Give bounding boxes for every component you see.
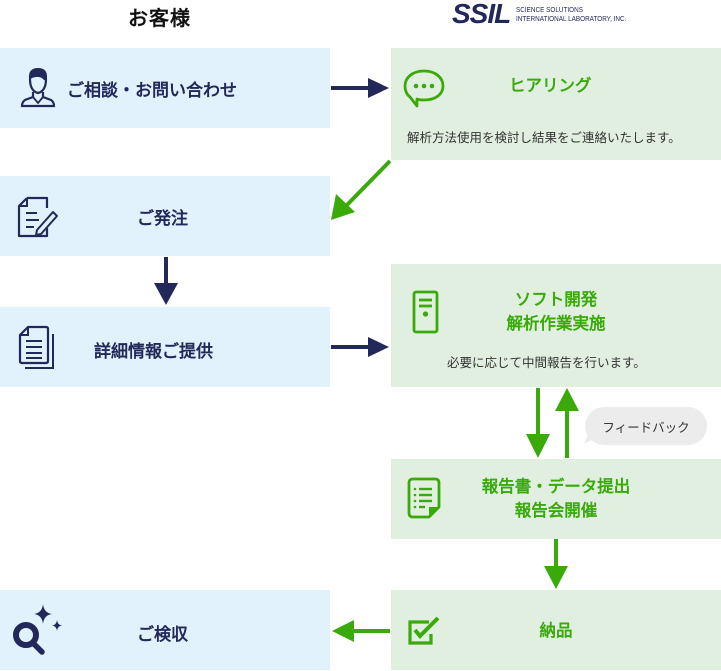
arrow-details-to-software (331, 337, 389, 357)
arrow-feedback-to-software (555, 388, 579, 458)
arrow-delivery-to-inspection (332, 620, 390, 642)
step-hearing-title: ヒアリング (509, 76, 592, 95)
arrow-hearing-to-order (331, 159, 392, 220)
step-software-development-description: 必要に応じて中間報告を行います。 (447, 355, 646, 370)
step-hearing-description: 解析方法使用を検討し結果をご連絡いたします。 (407, 130, 681, 145)
step-order-label: ご発注 (137, 209, 188, 229)
ssil-logo: SSIL SCIENCE SOLUTIONS INTERNATIONAL LAB… (452, 0, 646, 29)
step-report-submission: 報告書・データ提出 報告会開催 (391, 459, 721, 539)
step-report-submission-title: 報告書・データ提出 報告会開催 (481, 477, 631, 520)
arrow-software-to-report (526, 388, 550, 458)
arrow-consultation-to-hearing (331, 78, 389, 98)
server-icon (412, 290, 439, 334)
step-software-development: ソフト開発 解析作業実施 必要に応じて中間報告を行います。 (391, 264, 721, 387)
arrow-order-to-details (154, 257, 178, 305)
ssil-logo-subtitle: SCIENCE SOLUTIONS INTERNATIONAL LABORATO… (516, 5, 627, 23)
step-provide-details-label: 詳細情報ご提供 (94, 342, 213, 362)
step-delivery-title: 納品 (539, 621, 573, 640)
step-inspection-label: ご検収 (137, 625, 188, 645)
documents-icon (18, 325, 54, 369)
arrow-report-to-delivery (544, 539, 568, 589)
step-consultation: ご相談・お問い合わせ (0, 48, 330, 128)
speech-bubble-icon (403, 69, 445, 108)
feedback-bubble: フィードバック (585, 407, 707, 445)
step-delivery: 納品 (391, 590, 721, 670)
step-hearing: ヒアリング 解析方法使用を検討し結果をご連絡いたします。 (391, 48, 721, 160)
step-order: ご発注 (0, 176, 330, 256)
ssil-logo-mark: SSIL (452, 0, 511, 29)
step-inspection: ご検収 (0, 590, 330, 670)
step-software-development-title: ソフト開発 解析作業実施 (506, 290, 606, 333)
person-icon (20, 68, 56, 108)
search-sparkle-icon (13, 604, 62, 655)
checkbox-icon (408, 616, 440, 645)
document-edit-icon (17, 196, 58, 238)
step-provide-details: 詳細情報ご提供 (0, 307, 330, 387)
customer-column-header: お客様 (128, 6, 191, 30)
report-icon (407, 477, 441, 519)
step-consultation-label: ご相談・お問い合わせ (67, 81, 237, 101)
